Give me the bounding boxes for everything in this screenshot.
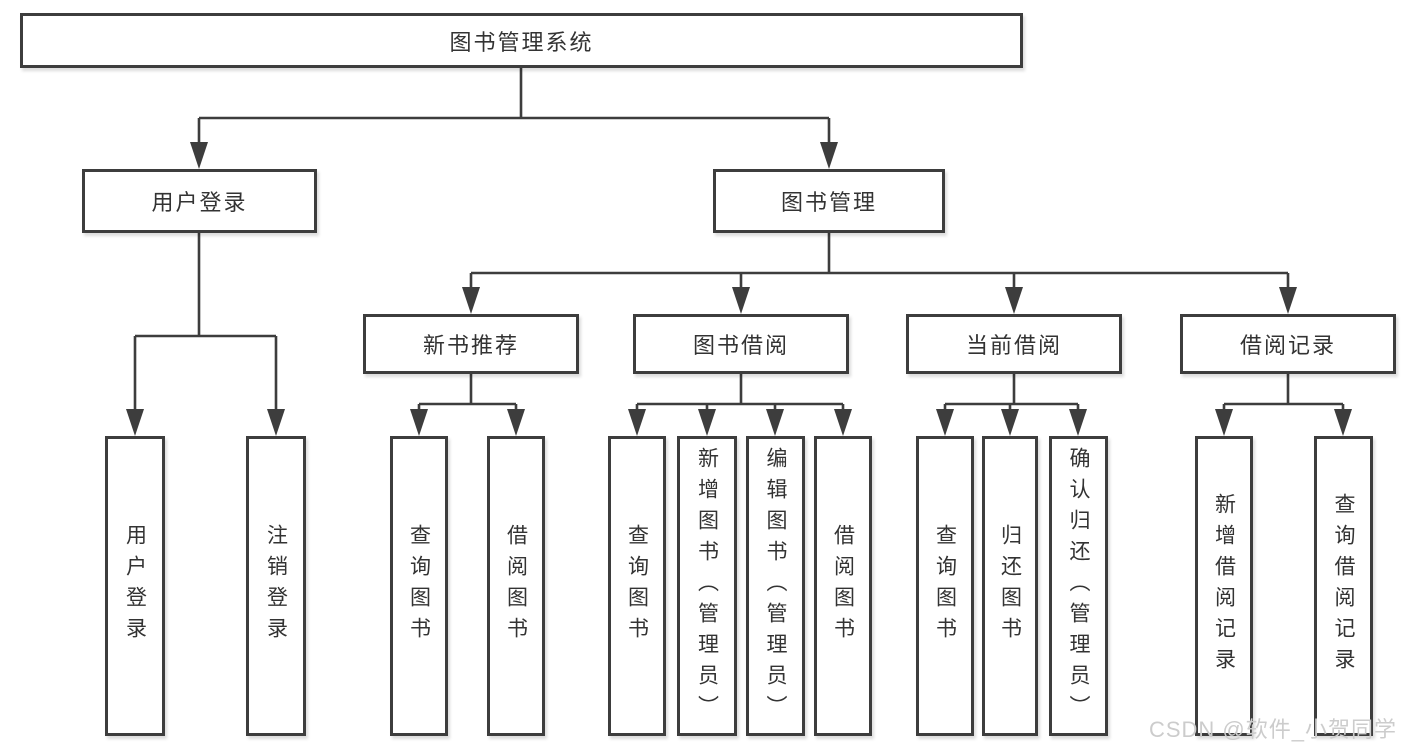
leaf-confirm-return-admin: 确认归还（管理员） [1049, 436, 1108, 736]
leaf-query-books-recommend: 查询图书 [390, 436, 448, 736]
node-root: 图书管理系统 [20, 13, 1023, 68]
leaf-query-borrow-record: 查询借阅记录 [1314, 436, 1373, 736]
leaf-return-books: 归还图书 [982, 436, 1038, 736]
arrow-down-icon [410, 409, 428, 436]
leaf-borrow-books-recommend: 借阅图书 [487, 436, 545, 736]
node-book-management: 图书管理 [713, 169, 945, 233]
arrow-down-icon [1005, 287, 1023, 314]
leaf-user-login: 用户登录 [105, 436, 165, 736]
node-new-book-recommend: 新书推荐 [363, 314, 579, 374]
arrow-down-icon [267, 409, 285, 436]
arrow-down-icon [1215, 409, 1233, 436]
arrow-down-icon [462, 287, 480, 314]
arrow-down-icon [766, 409, 784, 436]
arrow-down-icon [1279, 287, 1297, 314]
leaf-query-books-current: 查询图书 [916, 436, 974, 736]
leaf-query-books-borrow: 查询图书 [608, 436, 666, 736]
arrow-down-icon [936, 409, 954, 436]
leaf-add-books-admin: 新增图书（管理员） [677, 436, 737, 736]
arrow-down-icon [698, 409, 716, 436]
arrow-down-icon [126, 409, 144, 436]
arrow-down-icon [1069, 409, 1087, 436]
node-book-borrow: 图书借阅 [633, 314, 849, 374]
arrow-down-icon [1334, 409, 1352, 436]
leaf-edit-books-admin: 编辑图书（管理员） [746, 436, 805, 736]
node-user-login: 用户登录 [82, 169, 317, 233]
arrow-down-icon [628, 409, 646, 436]
arrow-down-icon [732, 287, 750, 314]
arrow-down-icon [834, 409, 852, 436]
node-borrow-records: 借阅记录 [1180, 314, 1396, 374]
arrow-down-icon [820, 142, 838, 169]
leaf-add-borrow-record: 新增借阅记录 [1195, 436, 1253, 736]
arrow-down-icon [190, 142, 208, 169]
arrow-down-icon [1001, 409, 1019, 436]
node-current-borrow: 当前借阅 [906, 314, 1122, 374]
leaf-logout: 注销登录 [246, 436, 306, 736]
arrow-down-icon [507, 409, 525, 436]
leaf-borrow-books: 借阅图书 [814, 436, 872, 736]
